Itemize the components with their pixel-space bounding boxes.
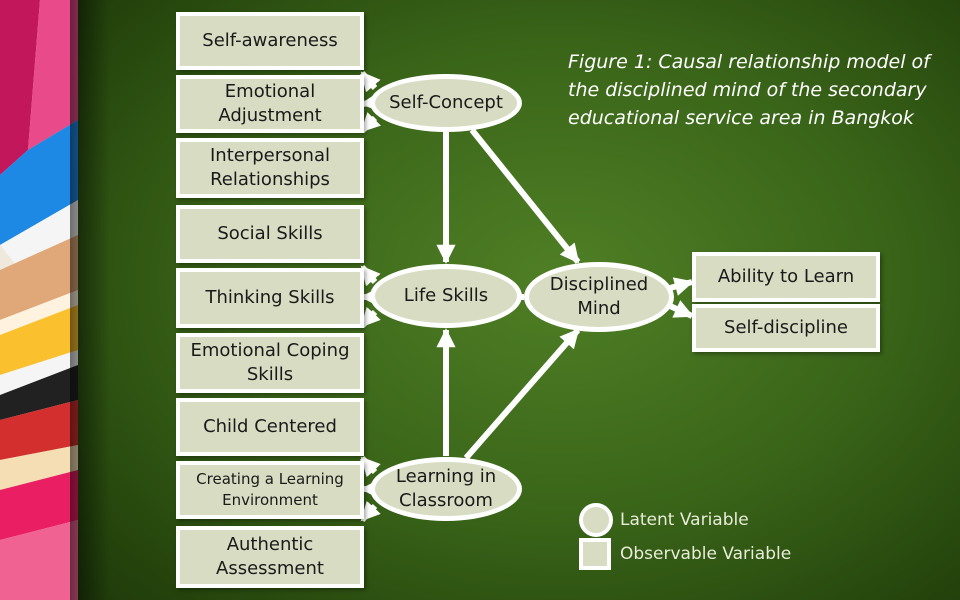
box-emotional-coping-skills: Emotional Coping Skills	[176, 333, 364, 393]
label-self-awareness: Self-awareness	[202, 30, 338, 51]
label-emotional-adjustment: Emotional Adjustment	[218, 81, 322, 126]
label-disciplined-mind: Disciplined Mind	[549, 274, 649, 319]
arrow-learning-assessment	[359, 500, 381, 523]
label-authentic-assessment: Authentic Assessment	[216, 534, 324, 579]
arrow-lifeskills-socialskills	[359, 265, 381, 287]
label-interpersonal-relationships: Interpersonal Relationships	[210, 145, 330, 190]
arrow-lifeskills-emotionalcoping	[359, 306, 381, 329]
arrow-selfconcept-disciplined	[469, 128, 581, 264]
arrow-selfconcept-selfawareness	[359, 71, 381, 93]
arrow-learning-disciplined	[463, 328, 581, 460]
legend-latent-icon	[579, 503, 613, 537]
box-creating-learning-environment: Creating a Learning Environment	[176, 461, 364, 519]
arrow-selfconcept-interpersonal	[359, 111, 382, 134]
box-child-centered: Child Centered	[176, 398, 364, 456]
arrow-learning-childcentered	[359, 455, 381, 478]
oval-disciplined-mind: Disciplined Mind	[524, 262, 674, 332]
label-learning-in-classroom: Learning in Classroom	[395, 466, 497, 511]
arrow-disciplined-abilitytolearn	[669, 277, 694, 296]
arrow-disciplined-selfdiscipline	[668, 300, 694, 319]
label-emotional-coping-skills: Emotional Coping Skills	[190, 340, 350, 385]
edge-shadow	[70, 0, 110, 600]
label-life-skills: Life Skills	[403, 285, 489, 306]
label-creating-learning-environment: Creating a Learning Environment	[196, 470, 344, 509]
legend-observable-label: Observable Variable	[620, 544, 792, 564]
oval-learning-in-classroom: Learning in Classroom	[370, 457, 522, 521]
label-self-discipline: Self-discipline	[724, 317, 848, 338]
label-child-centered: Child Centered	[203, 416, 337, 437]
legend-latent-label: Latent Variable	[620, 510, 749, 530]
box-self-discipline: Self-discipline	[692, 304, 880, 352]
oval-self-concept: Self-Concept	[370, 74, 522, 132]
box-ability-to-learn: Ability to Learn	[692, 252, 880, 302]
box-emotional-adjustment: Emotional Adjustment	[176, 75, 364, 133]
box-interpersonal-relationships: Interpersonal Relationships	[176, 138, 364, 198]
legend-observable-icon	[579, 538, 611, 570]
box-self-awareness: Self-awareness	[176, 12, 364, 70]
box-social-skills: Social Skills	[176, 205, 364, 263]
pencils-decoration	[0, 0, 78, 600]
label-ability-to-learn: Ability to Learn	[717, 266, 855, 287]
label-self-concept: Self-Concept	[389, 92, 503, 113]
label-thinking-skills: Thinking Skills	[205, 287, 335, 308]
box-thinking-skills: Thinking Skills	[176, 268, 364, 328]
label-social-skills: Social Skills	[217, 223, 323, 244]
box-authentic-assessment: Authentic Assessment	[176, 526, 364, 588]
figure-caption: Figure 1: Causal relationship model of t…	[568, 51, 930, 129]
oval-life-skills: Life Skills	[370, 264, 522, 328]
